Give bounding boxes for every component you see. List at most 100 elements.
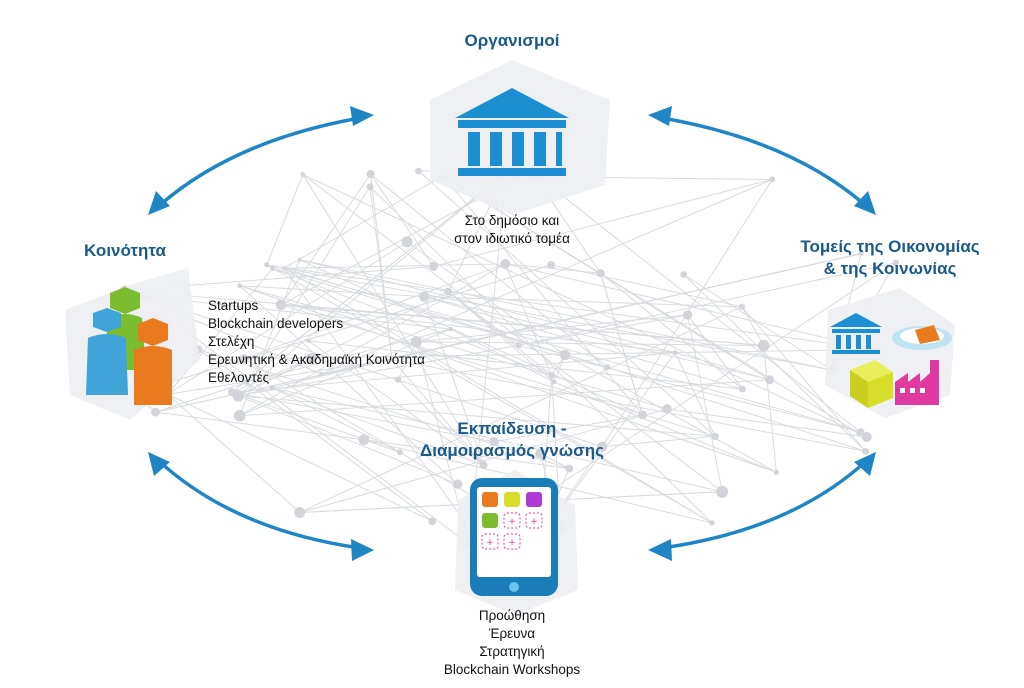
network-node xyxy=(857,428,865,436)
network-node xyxy=(448,326,453,332)
network-link xyxy=(243,263,506,360)
network-link xyxy=(518,262,896,346)
network-link xyxy=(239,379,770,417)
network-link xyxy=(370,173,434,267)
community-item: Εθελοντές xyxy=(208,370,270,385)
network-node xyxy=(559,349,571,361)
arrow-bottom-right xyxy=(661,460,867,550)
network-node xyxy=(444,287,452,296)
network-link xyxy=(308,340,484,466)
network-link xyxy=(231,391,401,453)
network-node xyxy=(680,271,688,278)
network-link xyxy=(284,263,506,269)
organizations-subtitle-line: Στο δημόσιο και xyxy=(464,213,560,228)
network-node xyxy=(892,259,899,267)
network-node xyxy=(596,269,605,278)
network-link xyxy=(238,290,449,397)
network-node xyxy=(738,303,746,310)
network-link xyxy=(667,408,867,438)
network-link xyxy=(320,178,773,375)
network-link xyxy=(167,358,393,395)
network-link xyxy=(424,296,770,381)
network-link xyxy=(397,379,485,466)
network-node xyxy=(419,291,430,302)
network-node xyxy=(282,266,287,271)
network-node xyxy=(396,449,403,456)
network-link xyxy=(423,296,485,466)
sectors-title-line: & της Κοινωνίας xyxy=(823,259,957,278)
network-link xyxy=(418,170,716,437)
network-node xyxy=(604,364,611,371)
education-item: Blockchain Workshops xyxy=(443,662,581,677)
network-node xyxy=(739,385,746,393)
network-node xyxy=(662,404,672,414)
network-link xyxy=(607,366,866,452)
arrowhead-bl-a xyxy=(148,452,170,476)
svg-text:+: + xyxy=(508,538,516,548)
network-node xyxy=(535,448,546,459)
network-link xyxy=(683,274,867,452)
network-node xyxy=(551,379,557,385)
factory-icon xyxy=(895,360,939,405)
network-node xyxy=(297,257,302,262)
network-link xyxy=(280,173,372,306)
network-link xyxy=(231,391,495,443)
network-node xyxy=(366,169,375,179)
arrowhead-tr-b xyxy=(854,191,876,215)
network-link xyxy=(504,263,555,383)
network-link xyxy=(416,341,764,347)
svg-text:+: + xyxy=(486,538,494,548)
network-link xyxy=(299,259,832,371)
network-link xyxy=(302,174,485,466)
education-title-line: Εκπαίδευση - xyxy=(457,419,567,438)
network-node xyxy=(389,357,395,362)
network-link xyxy=(442,175,643,416)
network-link xyxy=(155,411,364,441)
network-link xyxy=(299,306,743,513)
arrowhead-br-a xyxy=(648,539,672,561)
network-node xyxy=(366,183,374,191)
community-item: Ερευνητική & Ακαδημαϊκή Κοινότητα xyxy=(208,352,425,367)
sectors-title-line: Τομείς της Οικονομίας xyxy=(800,237,980,256)
network-node xyxy=(269,385,276,391)
network-link xyxy=(246,382,433,522)
network-node xyxy=(711,432,719,441)
network-node xyxy=(716,485,729,498)
network-link xyxy=(564,354,777,473)
network-node xyxy=(244,379,250,385)
arrowhead-tr-a xyxy=(648,106,672,126)
network-link xyxy=(283,175,444,269)
network-link xyxy=(553,381,777,473)
network-node xyxy=(709,520,715,526)
network-node xyxy=(275,299,287,311)
network-node xyxy=(489,437,499,447)
network-node xyxy=(773,469,779,475)
arrow-top-right xyxy=(661,116,867,207)
network-link xyxy=(266,174,304,266)
community-list: Startups Blockchain developers Στελέχη Ε… xyxy=(208,297,425,387)
network-node xyxy=(682,310,693,320)
network-link xyxy=(266,264,449,292)
network-node xyxy=(672,350,678,356)
network-link xyxy=(448,290,877,351)
network-node xyxy=(232,390,245,402)
network-link xyxy=(424,296,743,390)
network-node xyxy=(861,431,872,442)
bank-icon xyxy=(830,313,882,354)
network-node xyxy=(858,251,864,257)
network-node xyxy=(597,441,608,452)
network-node xyxy=(395,376,402,383)
network-link xyxy=(674,352,770,381)
sectors-title: Τομείς της Οικονομίας & της Κοινωνίας xyxy=(790,236,990,280)
svg-text:+: + xyxy=(508,517,516,527)
svg-text:+: + xyxy=(530,517,538,527)
network-link xyxy=(134,264,552,394)
network-link xyxy=(397,341,417,380)
people-group-icon xyxy=(86,287,172,405)
network-link xyxy=(239,285,459,485)
network-node xyxy=(270,266,275,271)
network-link xyxy=(539,452,570,470)
arrowhead-tl-b xyxy=(350,106,374,126)
network-link xyxy=(239,285,777,473)
community-item: Blockchain developers xyxy=(208,316,344,331)
